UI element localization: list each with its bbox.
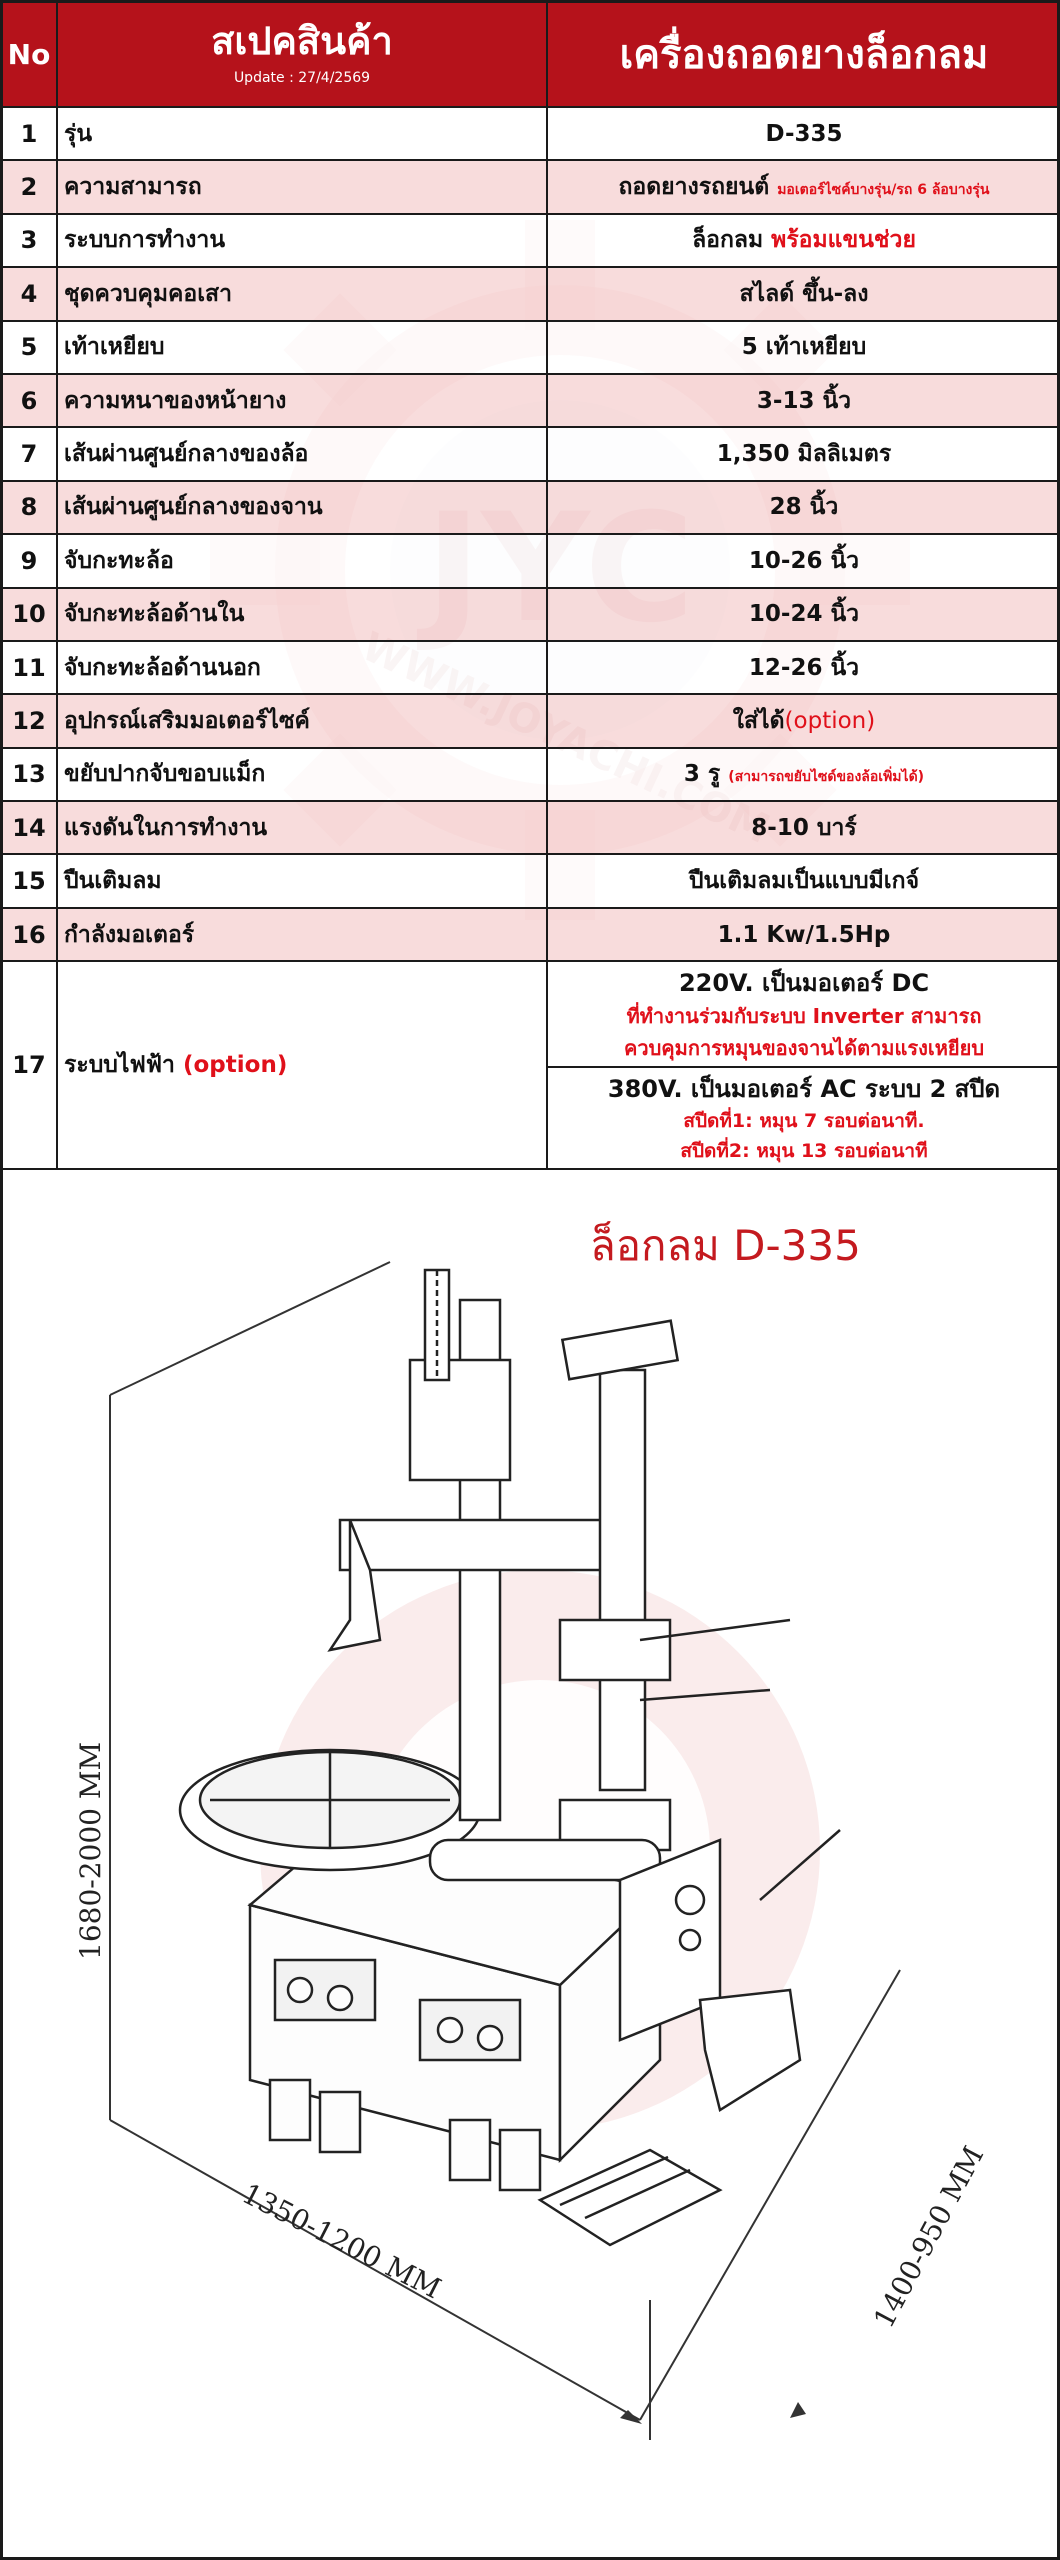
row-value: ถอดยางรถยนต์ <box>618 174 770 201</box>
row-label: ขยับปากจับขอบแม็ก <box>56 746 548 803</box>
tire-changer-drawing: ล็อกลม D-335 1680-2000 MM 1350-1200 MM 1… <box>74 1221 990 2440</box>
row-value: 1.1 Kw/1.5Hp <box>546 906 1060 963</box>
header-no: No <box>0 0 58 108</box>
row-value: สไลด์ ขึ้น-ลง <box>546 266 1060 322</box>
table-row: 12 อุปกรณ์เสริมมอเตอร์ไซค์ ใส่ได้(option… <box>0 693 1060 749</box>
row-value-cell: ล็อกลม พร้อมแขนช่วย <box>546 212 1060 269</box>
table-row: 11 จับกะทะล้อด้านนอก 12-26 นิ้ว <box>0 639 1060 696</box>
table-row: 3 ระบบการทำงาน ล็อกลม พร้อมแขนช่วย <box>0 212 1060 269</box>
height-dimension: 1680-2000 MM <box>74 1742 107 1960</box>
table-row: 14 แรงดันในการทำงาน 8-10 บาร์ <box>0 800 1060 856</box>
option-main: 380V. เป็นมอเตอร์ AC ระบบ 2 สปีด <box>607 1075 1001 1104</box>
table-row-electrical: 17 ระบบไฟฟ้า (option) 220V. เป็นมอเตอร์ … <box>0 960 1060 1171</box>
row-number: 14 <box>0 800 58 856</box>
row-number: 10 <box>0 586 58 642</box>
row-label: รุ่น <box>56 105 548 162</box>
table-row: 16 กำลังมอเตอร์ 1.1 Kw/1.5Hp <box>0 906 1060 963</box>
table-row: 9 จับกะทะล้อ 10-26 นิ้ว <box>0 533 1060 589</box>
row-number: 11 <box>0 639 58 696</box>
row-value-cell: ใส่ได้(option) <box>546 693 1060 749</box>
drawing-title: ล็อกลม D-335 <box>590 1221 861 1270</box>
row-value: 12-26 นิ้ว <box>546 639 1060 696</box>
row-number: 17 <box>0 960 58 1171</box>
row-label: ระบบไฟฟ้า <box>64 1052 175 1079</box>
table-row: 4 ชุดควบคุมคอเสา สไลด์ ขึ้น-ลง <box>0 266 1060 322</box>
row-label: จับกะทะล้อด้านนอก <box>56 639 548 696</box>
row-label: อุปกรณ์เสริมมอเตอร์ไซค์ <box>56 693 548 749</box>
row-value: 10-24 นิ้ว <box>546 586 1060 642</box>
spec-table: No สเปคสินค้า Update : 27/4/2569 เครื่อง… <box>0 0 1060 1171</box>
row-value: D-335 <box>546 105 1060 162</box>
row-number: 9 <box>0 533 58 589</box>
row-number: 7 <box>0 426 58 482</box>
row-label: กำลังมอเตอร์ <box>56 906 548 963</box>
row-value: ล็อกลม <box>692 227 764 254</box>
row-value: 1,350 มิลลิเมตร <box>546 426 1060 482</box>
row-label: ความสามารถ <box>56 159 548 215</box>
table-row: 6 ความหนาของหน้ายาง 3-13 นิ้ว <box>0 372 1060 429</box>
row-number: 6 <box>0 372 58 429</box>
row-label: จับกะทะล้อด้านใน <box>56 586 548 642</box>
row-value: ใส่ได้ <box>732 707 785 734</box>
row-label: จับกะทะล้อ <box>56 533 548 589</box>
row-value: ปืนเติมลมเป็นแบบมีเกจ์ <box>546 853 1060 909</box>
row-value: 3-13 นิ้ว <box>546 372 1060 429</box>
option-detail: สปีดที่1: หมุน 7 รอบต่อนาที. <box>683 1110 925 1133</box>
table-row: 5 เท้าเหยียบ 5 เท้าเหยียบ <box>0 319 1060 375</box>
electrical-option-380v: 380V. เป็นมอเตอร์ AC ระบบ 2 สปีด สปีดที่… <box>548 1068 1060 1168</box>
row-label-option: (option) <box>182 1052 288 1079</box>
row-label: เส้นผ่านศูนย์กลางของล้อ <box>56 426 548 482</box>
row-label: ชุดควบคุมคอเสา <box>56 266 548 322</box>
row-label: ความหนาของหน้ายาง <box>56 372 548 429</box>
table-row: 8 เส้นผ่านศูนย์กลางของจาน 28 นิ้ว <box>0 479 1060 536</box>
row-value: 8-10 บาร์ <box>546 800 1060 856</box>
row-number: 1 <box>0 105 58 162</box>
header-title: สเปคสินค้า <box>211 19 393 64</box>
option-main: 220V. เป็นมอเตอร์ DC <box>678 969 930 998</box>
row-number: 3 <box>0 212 58 269</box>
header-update: Update : 27/4/2569 <box>233 70 371 87</box>
row-value-cell: 3 รู (สามารถขยับไซด์ของล้อเพิ่มได้) <box>546 746 1060 803</box>
row-label: ปืนเติมลม <box>56 853 548 909</box>
table-row: 15 ปืนเติมลม ปืนเติมลมเป็นแบบมีเกจ์ <box>0 853 1060 909</box>
row-label: เท้าเหยียบ <box>56 319 548 375</box>
row-value: 10-26 นิ้ว <box>546 533 1060 589</box>
row-number: 4 <box>0 266 58 322</box>
row-value: 28 นิ้ว <box>546 479 1060 536</box>
row-number: 16 <box>0 906 58 963</box>
row-note: (สามารถขยับไซด์ของล้อเพิ่มได้) <box>728 769 925 786</box>
table-row: 1 รุ่น D-335 <box>0 105 1060 162</box>
table-row: 2 ความสามารถ ถอดยางรถยนต์ มอเตอร์ไซค์บางร… <box>0 159 1060 215</box>
electrical-option-220v: 220V. เป็นมอเตอร์ DC ที่ทำงานร่วมกับระบบ… <box>548 962 1060 1069</box>
row-note: มอเตอร์ไซค์บางรุ่น/รถ 6 ล้อบางรุ่น <box>777 182 990 199</box>
row-label: เส้นผ่านศูนย์กลางของจาน <box>56 479 548 536</box>
row-label: แรงดันในการทำงาน <box>56 800 548 856</box>
row-value-highlight: (option) <box>784 707 876 734</box>
option-detail: ควบคุมการหมุนของจานได้ตามแรงเหยียบ <box>623 1036 985 1061</box>
table-row: 13 ขยับปากจับขอบแม็ก 3 รู (สามารถขยับไซด์… <box>0 746 1060 803</box>
row-number: 12 <box>0 693 58 749</box>
row-number: 2 <box>0 159 58 215</box>
row-number: 13 <box>0 746 58 803</box>
option-detail: สปีดที่2: หมุน 13 รอบต่อนาที <box>680 1140 928 1163</box>
row-label: ระบบการทำงาน <box>56 212 548 269</box>
row-value: 3 รู <box>683 761 721 788</box>
row-value-cell: ถอดยางรถยนต์ มอเตอร์ไซค์บางรุ่น/รถ 6 ล้อบ… <box>546 159 1060 215</box>
table-row: 7 เส้นผ่านศูนย์กลางของล้อ 1,350 มิลลิเมต… <box>0 426 1060 482</box>
row-value-highlight: พร้อมแขนช่วย <box>771 227 916 254</box>
header-title-cell: สเปคสินค้า Update : 27/4/2569 <box>56 0 548 108</box>
table-row: 10 จับกะทะล้อด้านใน 10-24 นิ้ว <box>0 586 1060 642</box>
row-number: 5 <box>0 319 58 375</box>
row-label-cell: ระบบไฟฟ้า (option) <box>56 960 548 1171</box>
row-value: 5 เท้าเหยียบ <box>546 319 1060 375</box>
table-header: No สเปคสินค้า Update : 27/4/2569 เครื่อง… <box>0 0 1060 108</box>
electrical-options: 220V. เป็นมอเตอร์ DC ที่ทำงานร่วมกับระบบ… <box>546 960 1060 1171</box>
option-detail: ที่ทำงานร่วมกับระบบ Inverter สามารถ <box>626 1004 982 1029</box>
header-product: เครื่องถอดยางล็อกลม <box>546 0 1060 108</box>
